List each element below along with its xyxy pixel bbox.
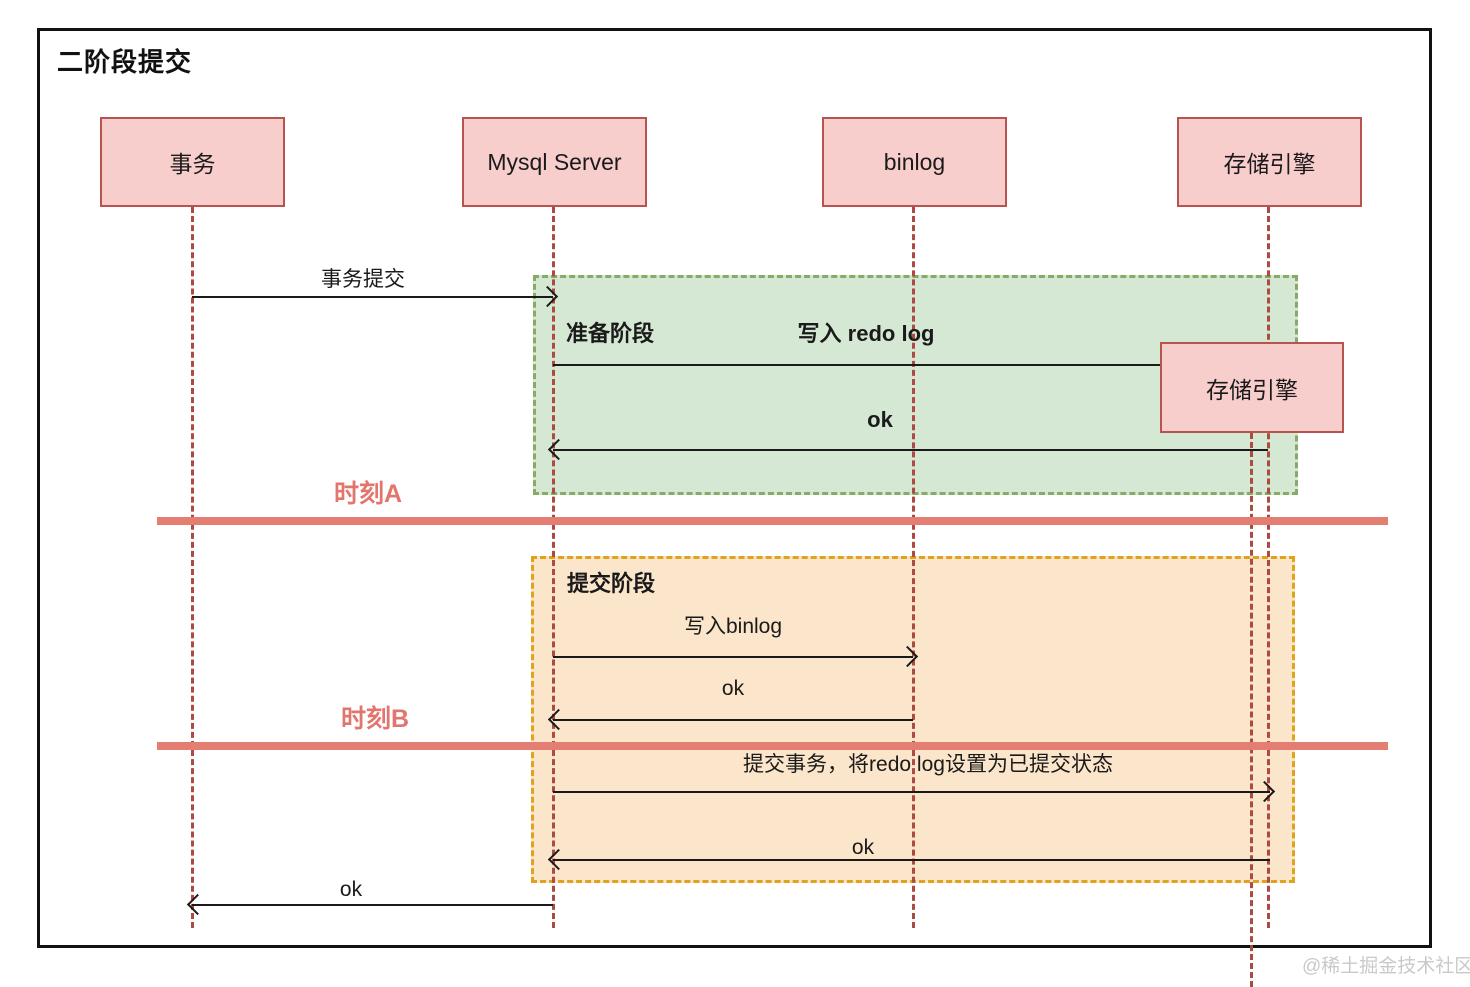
message-arrow-write-redo-log <box>553 364 1160 366</box>
actor-box-mysql-server: Mysql Server <box>462 117 647 207</box>
actor-box-storage-engine: 存储引擎 <box>1177 117 1362 207</box>
actor-label-binlog: binlog <box>883 148 946 175</box>
lifeline-transaction <box>191 207 194 928</box>
moment-b-label: 时刻B <box>340 705 410 733</box>
commit-phase-label: 提交阶段 <box>567 571 656 596</box>
message-arrow-commit-ok <box>547 848 1270 871</box>
actor-box-transaction: 事务 <box>100 117 285 207</box>
timeline-bar-a <box>157 517 1388 525</box>
message-label-commit-ok: ok <box>851 836 875 859</box>
message-arrow-binlog-ok <box>547 708 913 731</box>
message-label-binlog-ok: ok <box>721 677 745 700</box>
message-arrow-prepare-ok <box>547 438 1268 461</box>
moment-a-label: 时刻A <box>333 480 403 508</box>
actor-label-transaction: 事务 <box>169 151 216 177</box>
prepare-phase-label: 准备阶段 <box>566 321 655 346</box>
actor-label-mysql-server: Mysql Server <box>487 148 622 175</box>
message-arrow-final-ok <box>186 893 553 916</box>
message-label-set-redo-committed: 提交事务，将redo log设置为已提交状态 <box>743 753 1113 776</box>
timeline-bar-b <box>157 742 1388 750</box>
message-arrow-write-binlog <box>553 645 919 668</box>
message-label-transaction-commit: 事务提交 <box>321 268 405 291</box>
message-label-write-binlog: 写入binlog <box>683 615 783 638</box>
message-arrow-set-redo-committed <box>553 780 1276 803</box>
lifeline-binlog <box>912 207 915 928</box>
message-arrow-transaction-commit <box>192 285 559 308</box>
watermark: @稀土掘金技术社区 <box>1302 956 1470 977</box>
diagram-title: 二阶段提交 <box>57 47 193 77</box>
actor-box-binlog: binlog <box>822 117 1007 207</box>
lifeline-mysql-server <box>552 207 555 928</box>
message-label-prepare-ok: ok <box>867 407 893 432</box>
lifeline-storage-engine-inner <box>1250 433 1253 987</box>
message-label-final-ok: ok <box>339 878 363 901</box>
storage-engine-inner-box: 存储引擎 <box>1160 342 1344 433</box>
actor-label-storage-engine: 存储引擎 <box>1223 151 1316 177</box>
lifeline-storage-engine <box>1267 207 1270 928</box>
storage-engine-inner-label: 存储引擎 <box>1206 376 1298 403</box>
message-label-write-redo-log: 写入 redo log <box>797 321 935 346</box>
